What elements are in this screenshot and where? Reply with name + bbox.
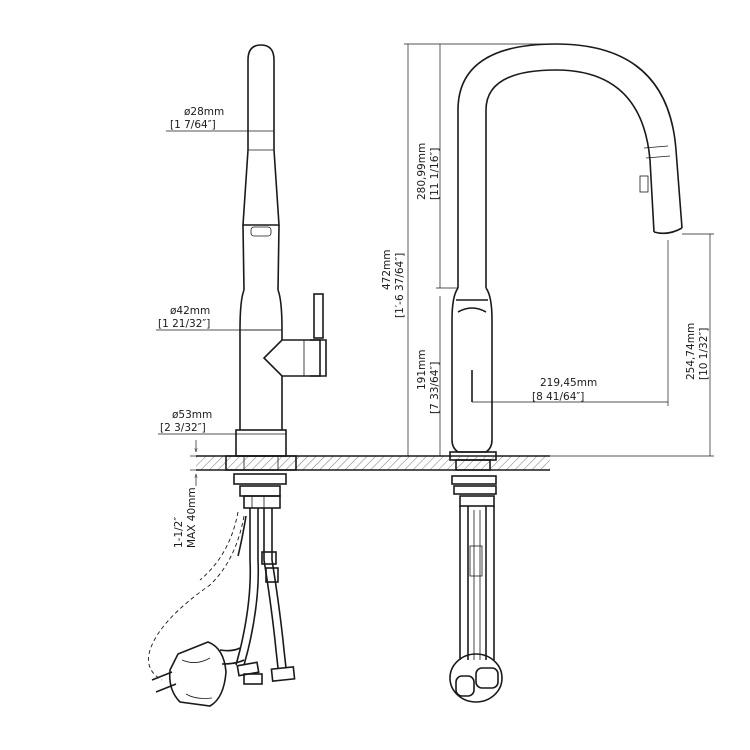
dim-deck-thickness-line2: MAX 40mm — [186, 487, 198, 548]
faucet-front-view — [449, 43, 683, 703]
dim-total-height-imperial: [1′-6 37/64″] — [394, 253, 406, 318]
countertop — [196, 455, 550, 471]
dim-total-height-metric: 472mm — [381, 250, 393, 291]
faucet-side-view — [148, 44, 327, 707]
dim-spout-height-metric: 280,99mm — [416, 143, 428, 200]
dim-top-diameter-imperial: [1 7/64″] — [170, 119, 216, 131]
dim-top-diameter: ø28mm [1 7/64″] — [166, 106, 274, 132]
dim-base-diameter: ø53mm [2 3/32″] — [158, 409, 286, 435]
dim-body-height: 191mm [7 33/64″] — [416, 296, 441, 456]
dim-body-diameter-imperial: [1 21/32″] — [158, 318, 210, 330]
dim-top-diameter-metric: ø28mm — [184, 106, 224, 118]
dim-body-height-metric: 191mm — [416, 350, 428, 391]
dim-spout-reach-imperial: [8 41/64″] — [532, 391, 584, 403]
dim-spout-reach-metric: 219,45mm — [540, 377, 597, 389]
dim-total-height: 472mm [1′-6 37/64″] — [381, 43, 556, 456]
dim-outlet-height-imperial: [10 1/32″] — [698, 328, 710, 380]
dim-base-diameter-metric: ø53mm — [172, 409, 212, 421]
dim-outlet-height-metric: 254,74mm — [685, 323, 697, 380]
dim-spout-reach: 219,45mm [8 41/64″] — [472, 240, 669, 406]
dim-body-diameter: ø42mm [1 21/32″] — [156, 305, 282, 331]
dim-body-height-imperial: [7 33/64″] — [429, 362, 441, 414]
dim-base-diameter-imperial: [2 3/32″] — [160, 422, 206, 434]
dim-body-diameter-metric: ø42mm — [170, 305, 210, 317]
dim-outlet-height: 254,74mm [10 1/32″] — [550, 233, 714, 457]
dim-deck-thickness-line1: 1-1/2″ — [173, 517, 185, 548]
dim-deck-thickness: 1-1/2″ MAX 40mm — [173, 440, 202, 548]
dim-spout-height: 280,99mm [11 1/16″] — [416, 44, 458, 289]
dim-spout-height-imperial: [11 1/16″] — [429, 148, 441, 200]
